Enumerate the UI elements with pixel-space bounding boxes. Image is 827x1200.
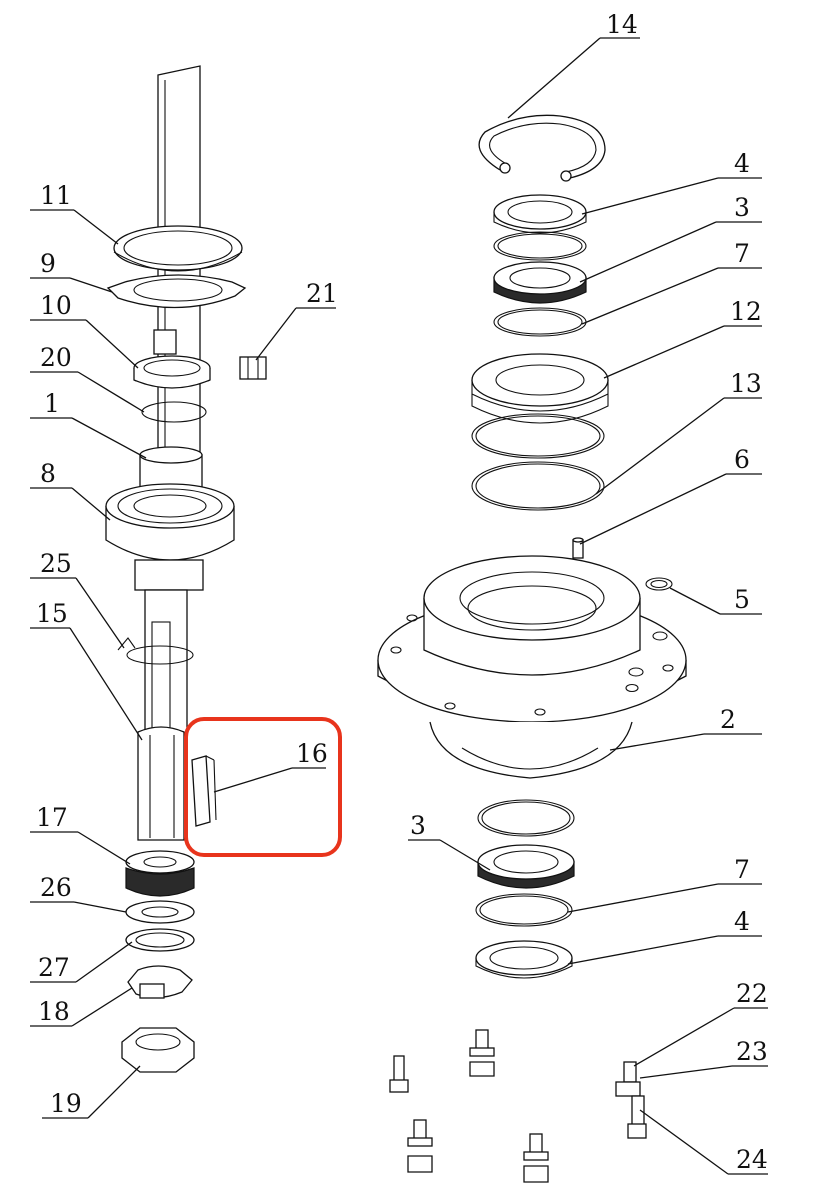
callout-19: 19 bbox=[50, 1089, 82, 1118]
part-17-spring-stack bbox=[125, 850, 195, 897]
callout-13: 13 bbox=[730, 369, 762, 398]
part-4-seal-top bbox=[493, 194, 587, 234]
part-22-23-bolt-washer bbox=[615, 1061, 641, 1097]
part-lower-shaft bbox=[134, 559, 204, 736]
callout-3-top: 3 bbox=[734, 193, 750, 222]
part-27-washer bbox=[125, 928, 195, 952]
callout-20: 20 bbox=[40, 343, 72, 372]
callout-14: 14 bbox=[606, 10, 638, 39]
callout-2: 2 bbox=[720, 705, 736, 734]
callout-8: 8 bbox=[40, 459, 56, 488]
callout-16: 16 bbox=[296, 739, 328, 768]
callout-21: 21 bbox=[306, 279, 338, 308]
part-6-pin bbox=[572, 537, 584, 559]
part-3-ring-bottom bbox=[477, 799, 575, 837]
part-24-bolt bbox=[627, 1095, 647, 1139]
part-11-ring bbox=[113, 225, 243, 272]
bolt-2 bbox=[407, 1119, 433, 1173]
callout-3-bottom: 3 bbox=[410, 811, 426, 840]
callout-18: 18 bbox=[38, 997, 70, 1026]
callout-6: 6 bbox=[734, 445, 750, 474]
part-4-seal-bottom bbox=[475, 940, 573, 979]
part-20-circlip bbox=[141, 401, 207, 423]
part-19-hex-nut bbox=[121, 1027, 195, 1073]
part-12-bushing bbox=[471, 353, 609, 424]
callout-26: 26 bbox=[40, 873, 72, 902]
bolt-3 bbox=[523, 1133, 549, 1183]
part-7-ring-bottom bbox=[475, 893, 573, 927]
part-25-clip bbox=[117, 637, 194, 665]
part-3-bearing-bottom bbox=[477, 844, 575, 889]
part-14-circlip bbox=[478, 114, 606, 182]
highlight-box-16 bbox=[184, 717, 342, 857]
bolt-1 bbox=[469, 1029, 495, 1077]
callout-labels: 14 4 3 7 12 13 6 5 2 3 7 4 22 23 24 11 9… bbox=[36, 10, 768, 1174]
callout-7-top: 7 bbox=[734, 239, 750, 268]
callout-12: 12 bbox=[730, 297, 762, 326]
part-10-ring bbox=[133, 329, 211, 389]
part-9-tab-washer bbox=[106, 274, 247, 309]
part-3-bearing-top bbox=[493, 261, 587, 304]
callout-5: 5 bbox=[734, 585, 750, 614]
callout-10: 10 bbox=[40, 291, 72, 320]
callout-27: 27 bbox=[38, 953, 70, 982]
part-15-sleeve bbox=[137, 726, 185, 841]
callout-23: 23 bbox=[736, 1037, 768, 1066]
part-8-bearing bbox=[105, 483, 235, 561]
callout-24: 24 bbox=[736, 1145, 768, 1174]
part-5-small-ring bbox=[645, 577, 673, 591]
callout-7-bottom: 7 bbox=[734, 855, 750, 884]
callout-15: 15 bbox=[36, 599, 68, 628]
callout-17: 17 bbox=[36, 803, 68, 832]
callout-9: 9 bbox=[40, 249, 56, 278]
callout-4-bottom: 4 bbox=[734, 907, 750, 936]
callout-1: 1 bbox=[44, 389, 60, 418]
part-18-tab-washer bbox=[127, 965, 193, 999]
callout-25: 25 bbox=[40, 549, 72, 578]
part-16-key bbox=[191, 755, 217, 827]
leader-lines bbox=[30, 37, 768, 1175]
part-2-housing bbox=[377, 555, 687, 779]
part-7-ring-top bbox=[493, 307, 587, 337]
bolt-small-1 bbox=[389, 1055, 409, 1093]
part-3-ring-top bbox=[493, 231, 587, 261]
callout-11: 11 bbox=[40, 181, 72, 210]
callout-4-top: 4 bbox=[734, 149, 750, 178]
part-26-washer bbox=[125, 900, 195, 924]
callout-22: 22 bbox=[736, 979, 768, 1008]
part-21-small-key bbox=[239, 356, 267, 380]
part-13-rings bbox=[471, 413, 605, 511]
